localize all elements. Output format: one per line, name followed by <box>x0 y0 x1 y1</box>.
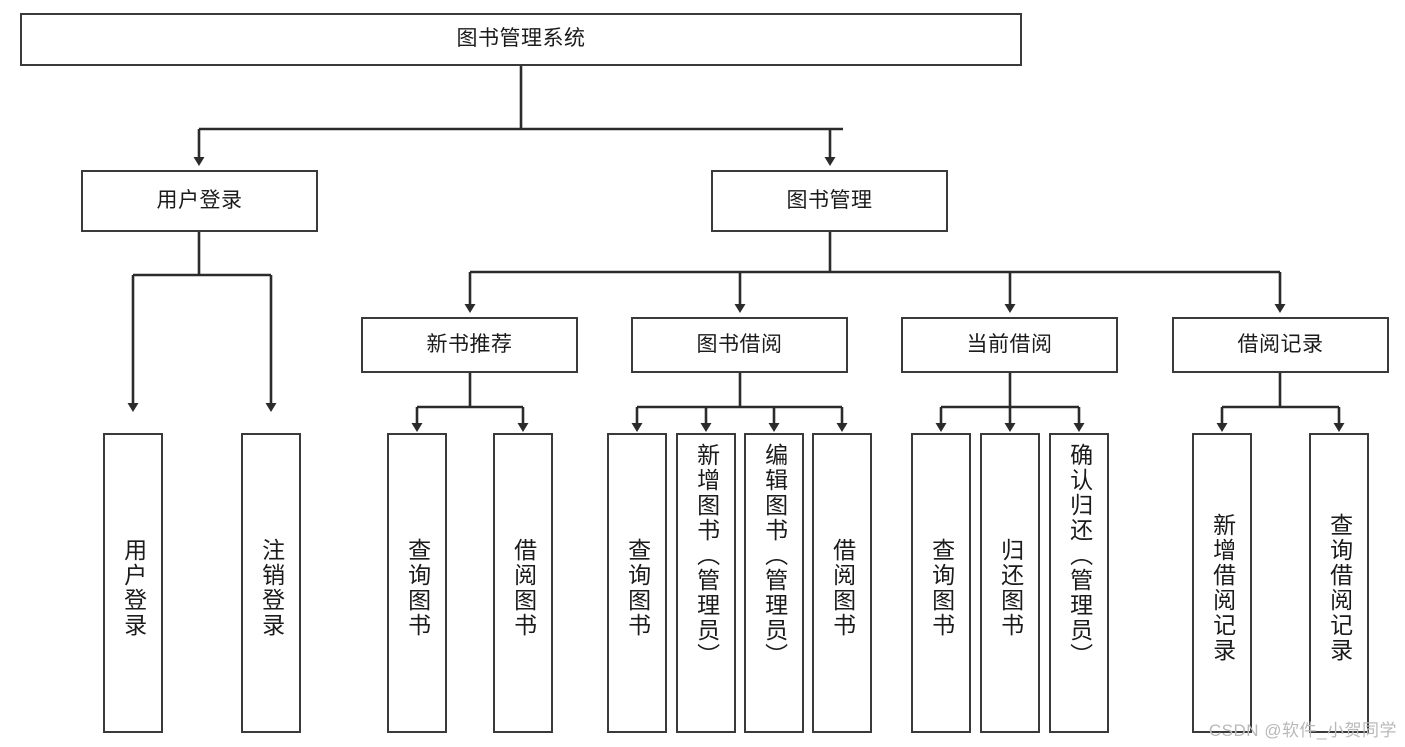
leaf-return-book-label: 归还图书 <box>997 538 1024 638</box>
node-book-borrow-label: 图书借阅 <box>696 332 783 356</box>
node-root-label: 图书管理系统 <box>456 27 586 51</box>
node-book-management[interactable]: 图书管理 <box>711 170 948 232</box>
leaf-add-book-admin-label: 新增图书（管理员） <box>693 443 720 668</box>
node-borrow-record[interactable]: 借阅记录 <box>1172 317 1389 373</box>
leaf-user-login-label: 用户登录 <box>120 538 147 638</box>
leaf-query-book-current[interactable]: 查询图书 <box>911 433 971 733</box>
node-current-borrow-label: 当前借阅 <box>966 332 1053 356</box>
node-book-management-label: 图书管理 <box>786 188 873 212</box>
node-user-login-label: 用户登录 <box>156 188 243 212</box>
node-book-borrow[interactable]: 图书借阅 <box>631 317 848 373</box>
leaf-logout[interactable]: 注销登录 <box>241 433 301 733</box>
leaf-confirm-return-admin[interactable]: 确认归还（管理员） <box>1049 433 1109 733</box>
leaf-user-login[interactable]: 用户登录 <box>103 433 163 733</box>
leaf-borrow-book-recommend-label: 借阅图书 <box>510 538 537 638</box>
node-user-login[interactable]: 用户登录 <box>81 170 318 232</box>
leaf-query-book-borrow-label: 查询图书 <box>624 538 651 638</box>
leaf-add-book-admin[interactable]: 新增图书（管理员） <box>676 433 736 733</box>
leaf-lend-book-label: 借阅图书 <box>829 538 856 638</box>
leaf-edit-book-admin[interactable]: 编辑图书（管理员） <box>744 433 804 733</box>
leaf-confirm-return-admin-label: 确认归还（管理员） <box>1066 443 1093 668</box>
node-current-borrow[interactable]: 当前借阅 <box>901 317 1118 373</box>
leaf-query-book-borrow[interactable]: 查询图书 <box>607 433 667 733</box>
node-borrow-record-label: 借阅记录 <box>1237 332 1324 356</box>
leaf-edit-book-admin-label: 编辑图书（管理员） <box>761 443 788 668</box>
csdn-watermark: CSDN @软件_小贺同学 <box>1208 721 1397 740</box>
node-root-book-management-system[interactable]: 图书管理系统 <box>20 13 1022 66</box>
leaf-logout-label: 注销登录 <box>258 538 285 638</box>
leaf-add-borrow-record[interactable]: 新增借阅记录 <box>1192 433 1252 733</box>
leaf-lend-book[interactable]: 借阅图书 <box>812 433 872 733</box>
leaf-query-book-recommend-label: 查询图书 <box>404 538 431 638</box>
leaf-borrow-book-recommend[interactable]: 借阅图书 <box>493 433 553 733</box>
leaf-query-book-current-label: 查询图书 <box>928 538 955 638</box>
leaf-add-borrow-record-label: 新增借阅记录 <box>1209 513 1236 663</box>
leaf-query-borrow-record-label: 查询借阅记录 <box>1326 513 1353 663</box>
node-new-book-recommend-label: 新书推荐 <box>426 332 513 356</box>
leaf-query-borrow-record[interactable]: 查询借阅记录 <box>1309 433 1369 733</box>
node-new-book-recommend[interactable]: 新书推荐 <box>361 317 578 373</box>
leaf-return-book[interactable]: 归还图书 <box>980 433 1040 733</box>
leaf-query-book-recommend[interactable]: 查询图书 <box>387 433 447 733</box>
